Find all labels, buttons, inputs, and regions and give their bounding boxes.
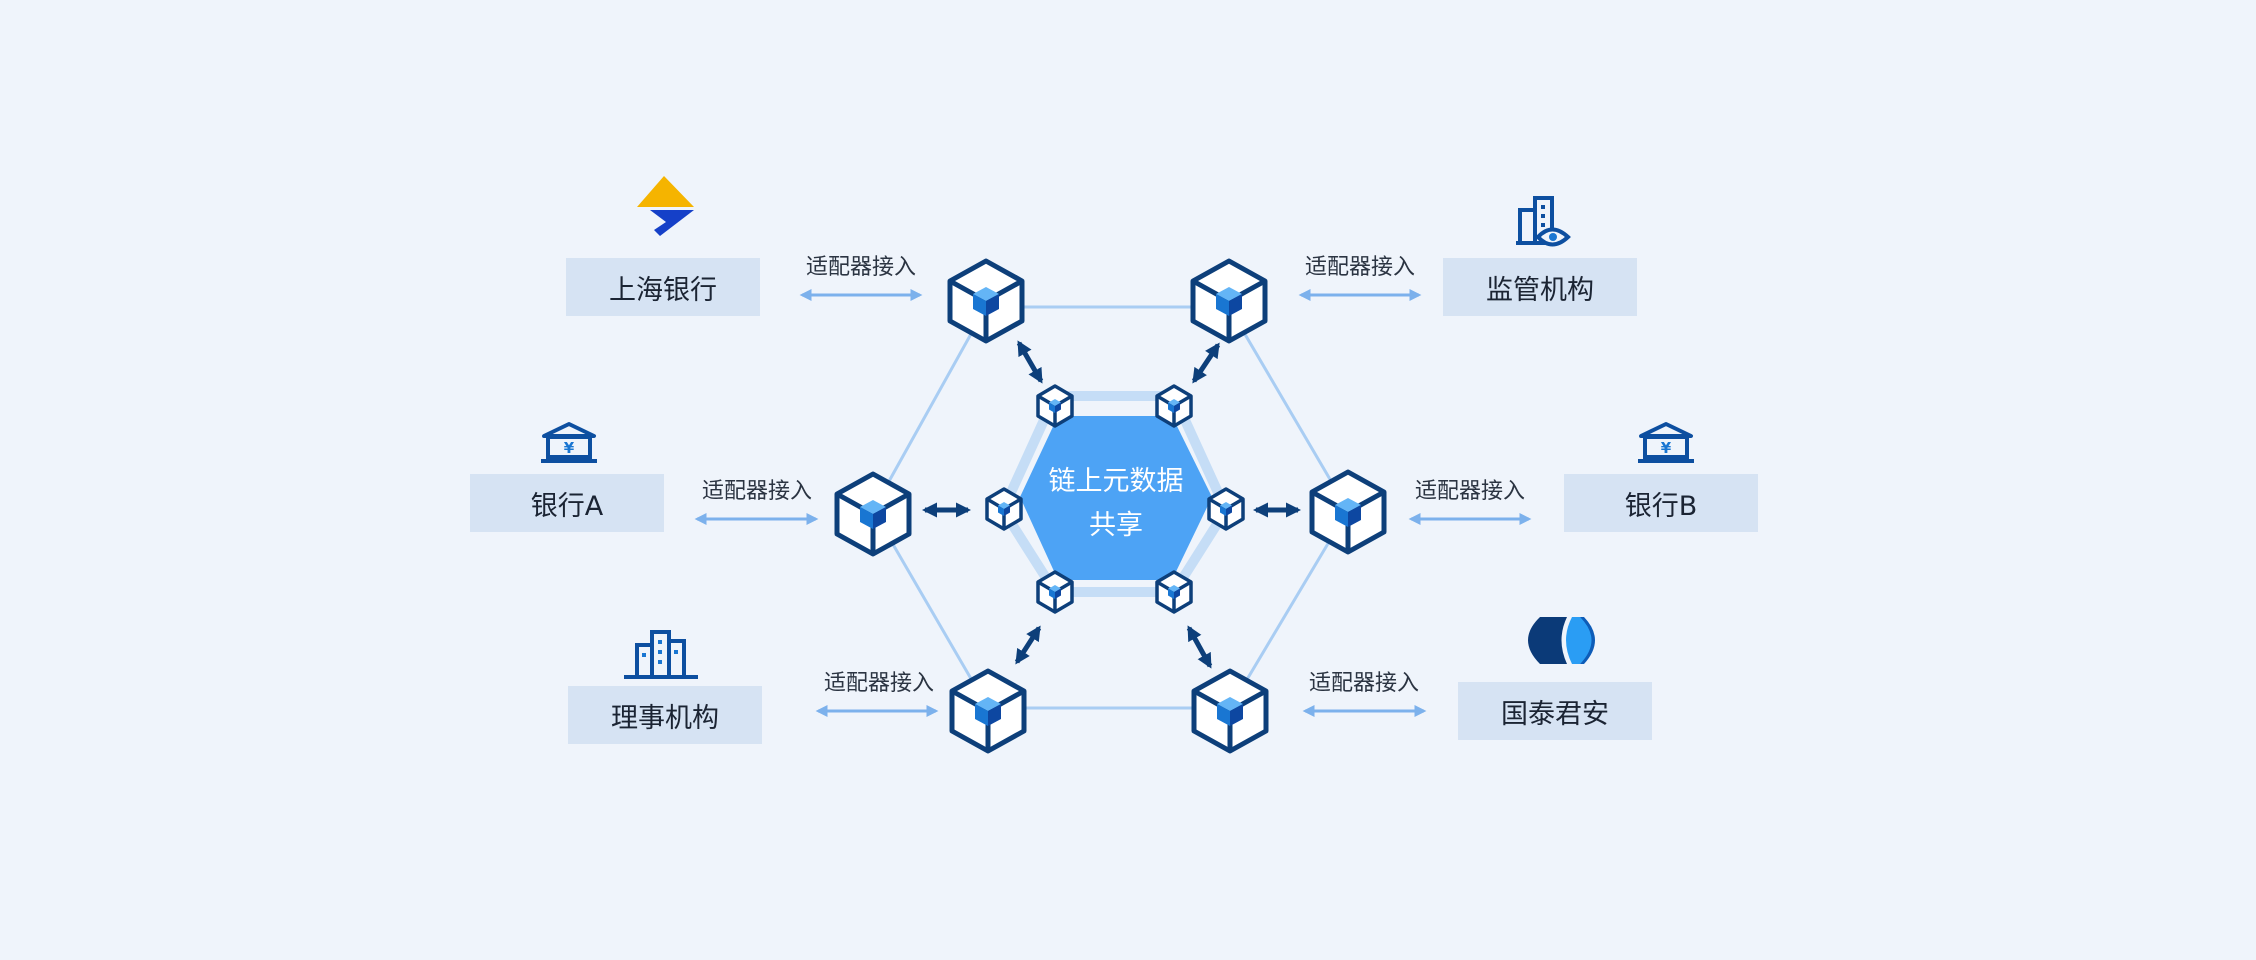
sync-arrow-top-right [1191, 342, 1221, 384]
inner-cube-top-left [1036, 384, 1074, 428]
node-cube-bottom-left [952, 671, 1024, 751]
building-eye-icon [1516, 196, 1571, 247]
adapter-label-shanghai-bank: 适配器接入 [805, 255, 916, 280]
adapter-label-bank-b: 适配器接入 [1414, 479, 1525, 504]
node-cube-top-left [950, 261, 1022, 341]
center-title: 链上元数据 共享 [1016, 460, 1216, 548]
sync-arrow-bottom-left [1014, 625, 1042, 665]
org-label-shanghai-bank: 上海银行 [566, 258, 760, 316]
svg-text:¥: ¥ [564, 439, 575, 457]
guotai-junan-logo [1528, 617, 1595, 664]
adapter-label-regulator: 适配器接入 [1304, 255, 1415, 280]
center-title-line1: 链上元数据 [1048, 466, 1184, 497]
org-label-council: 理事机构 [568, 686, 762, 744]
inner-cube-bottom-left [1036, 570, 1074, 614]
svg-text:¥: ¥ [1661, 439, 1672, 457]
center-hexagon [1020, 416, 1212, 580]
bank-yen-icon: ¥ [1638, 422, 1694, 463]
sync-arrow-top-left [1016, 340, 1044, 384]
shanghai-bank-logo [637, 176, 694, 236]
bank-yen-icon: ¥ [541, 422, 597, 463]
inner-cube-top-right [1155, 384, 1193, 428]
adapter-label-council: 适配器接入 [823, 671, 934, 696]
adapter-label-bank-a: 适配器接入 [701, 479, 812, 504]
org-label-guotai-junan: 国泰君安 [1458, 682, 1652, 740]
node-cube-right [1312, 472, 1384, 552]
inner-cube-bottom-right [1155, 570, 1193, 614]
sync-arrow-bottom-right [1186, 625, 1213, 669]
org-label-bank-b: 银行B [1564, 474, 1758, 532]
buildings-icon [624, 630, 698, 679]
org-label-bank-a: 银行A [470, 474, 664, 532]
adapter-label-guotai-junan: 适配器接入 [1308, 671, 1419, 696]
org-label-regulator: 监管机构 [1443, 258, 1637, 316]
node-cube-top-right [1193, 261, 1265, 341]
node-cube-bottom-right [1194, 671, 1266, 751]
node-cube-left [837, 474, 909, 554]
center-title-line2: 共享 [1089, 510, 1143, 541]
